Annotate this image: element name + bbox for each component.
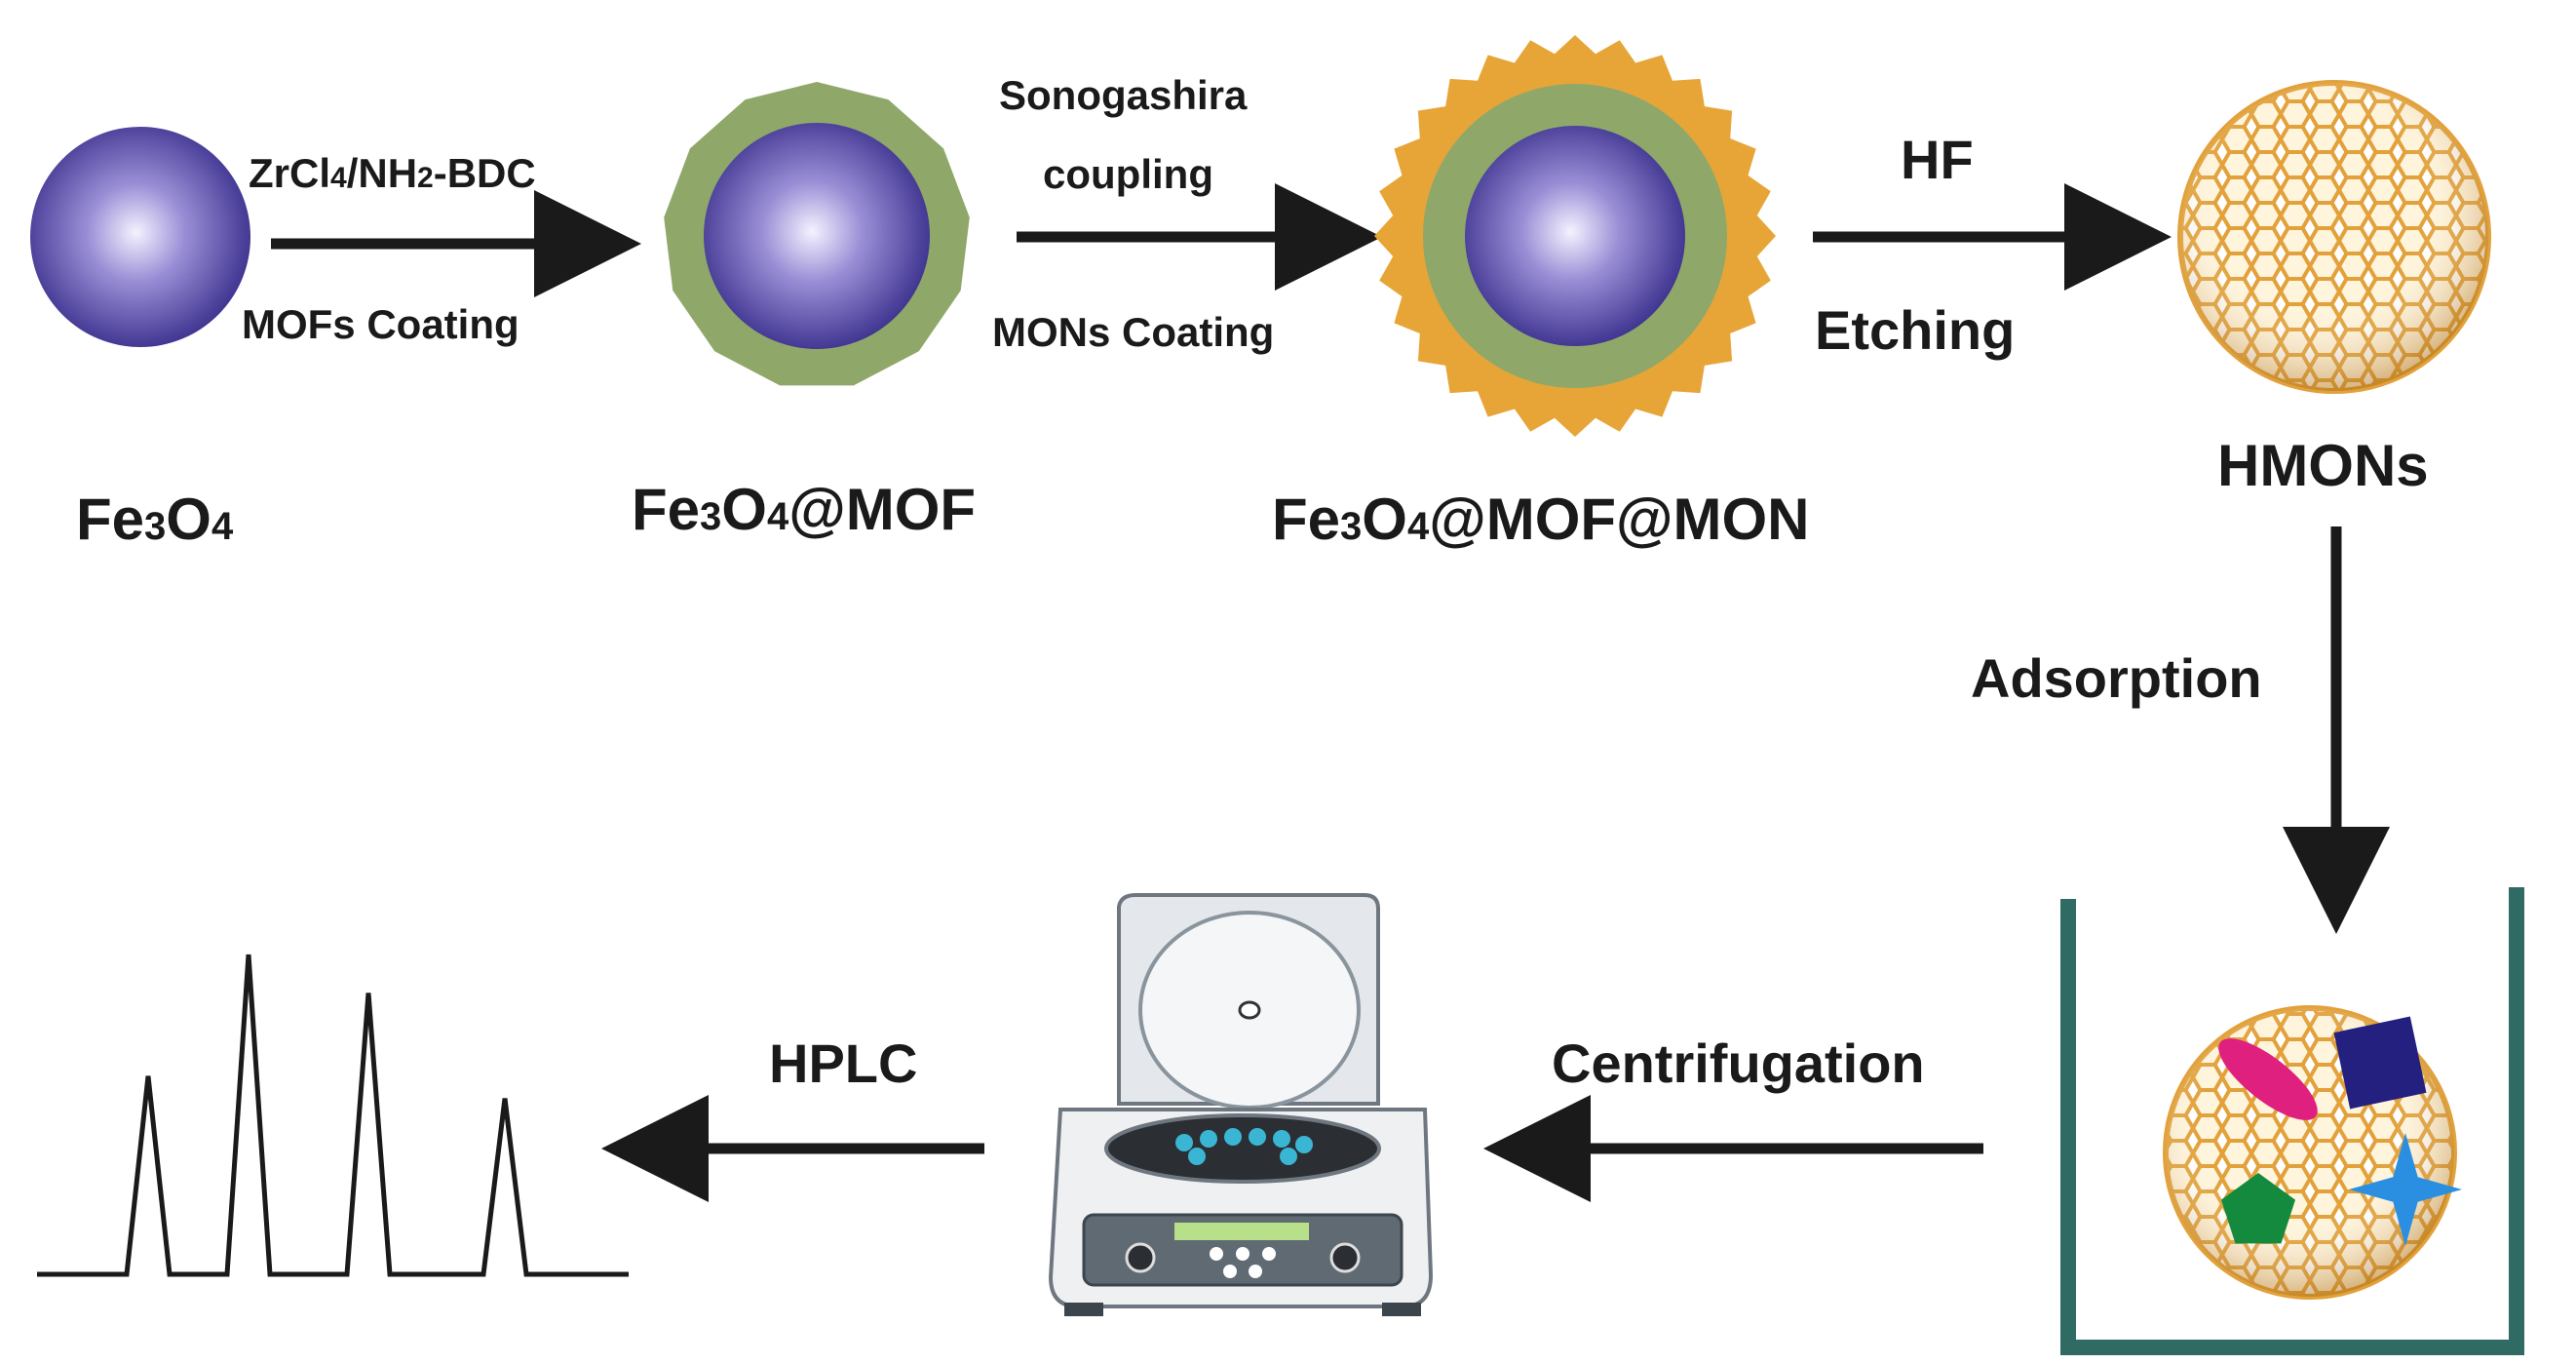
step2-reaction-label-2: coupling <box>1043 151 1213 197</box>
step3-process-label: Etching <box>1815 299 2015 361</box>
chromatogram-icon <box>37 954 629 1277</box>
step2-reaction-label-1: Sonogashira <box>999 72 1248 118</box>
step2-process-label: MONs Coating <box>992 309 1274 355</box>
step1-reagent-label: ZrCl4/NH2-BDC <box>249 150 536 196</box>
beaker-icon <box>2060 887 2524 1355</box>
step4-process-label: Adsorption <box>1971 647 2262 709</box>
star-analyte-icon <box>2349 1133 2462 1246</box>
centrifuge-icon <box>1048 893 1434 1316</box>
step6-process-label: HPLC <box>769 1033 917 1094</box>
fe3o4-label: Fe3O4 <box>76 487 234 552</box>
step5-process-label: Centrifugation <box>1552 1033 1925 1094</box>
magnetic-core <box>30 127 250 347</box>
chromatogram-trace <box>37 954 629 1277</box>
step1-process-label: MOFs Coating <box>242 301 519 347</box>
ellipse-analyte-icon <box>2218 1038 2318 1120</box>
fe3o4-mof-mon-label: Fe3O4@MOF@MON <box>1272 487 1810 552</box>
pentagon-analyte-icon <box>2221 1173 2295 1244</box>
fe3o4-mof-label: Fe3O4@MOF <box>632 477 976 542</box>
hmons-label: HMONs <box>2217 433 2429 498</box>
magnetic-core <box>1465 126 1685 346</box>
fe3o4-mof-mon-particle <box>1374 35 1776 437</box>
step3-reagent-label: HF <box>1901 129 1974 190</box>
loaded-hmons <box>2163 1005 2462 1300</box>
fe3o4-particle <box>30 127 250 347</box>
fe3o4-mof-particle <box>664 82 970 386</box>
centrifuge-rotor <box>1104 1113 1381 1184</box>
hmons-cage <box>2177 80 2491 394</box>
centrifuge-display <box>1174 1223 1309 1240</box>
magnetic-core <box>704 123 930 349</box>
square-analyte-icon <box>2333 1016 2427 1110</box>
